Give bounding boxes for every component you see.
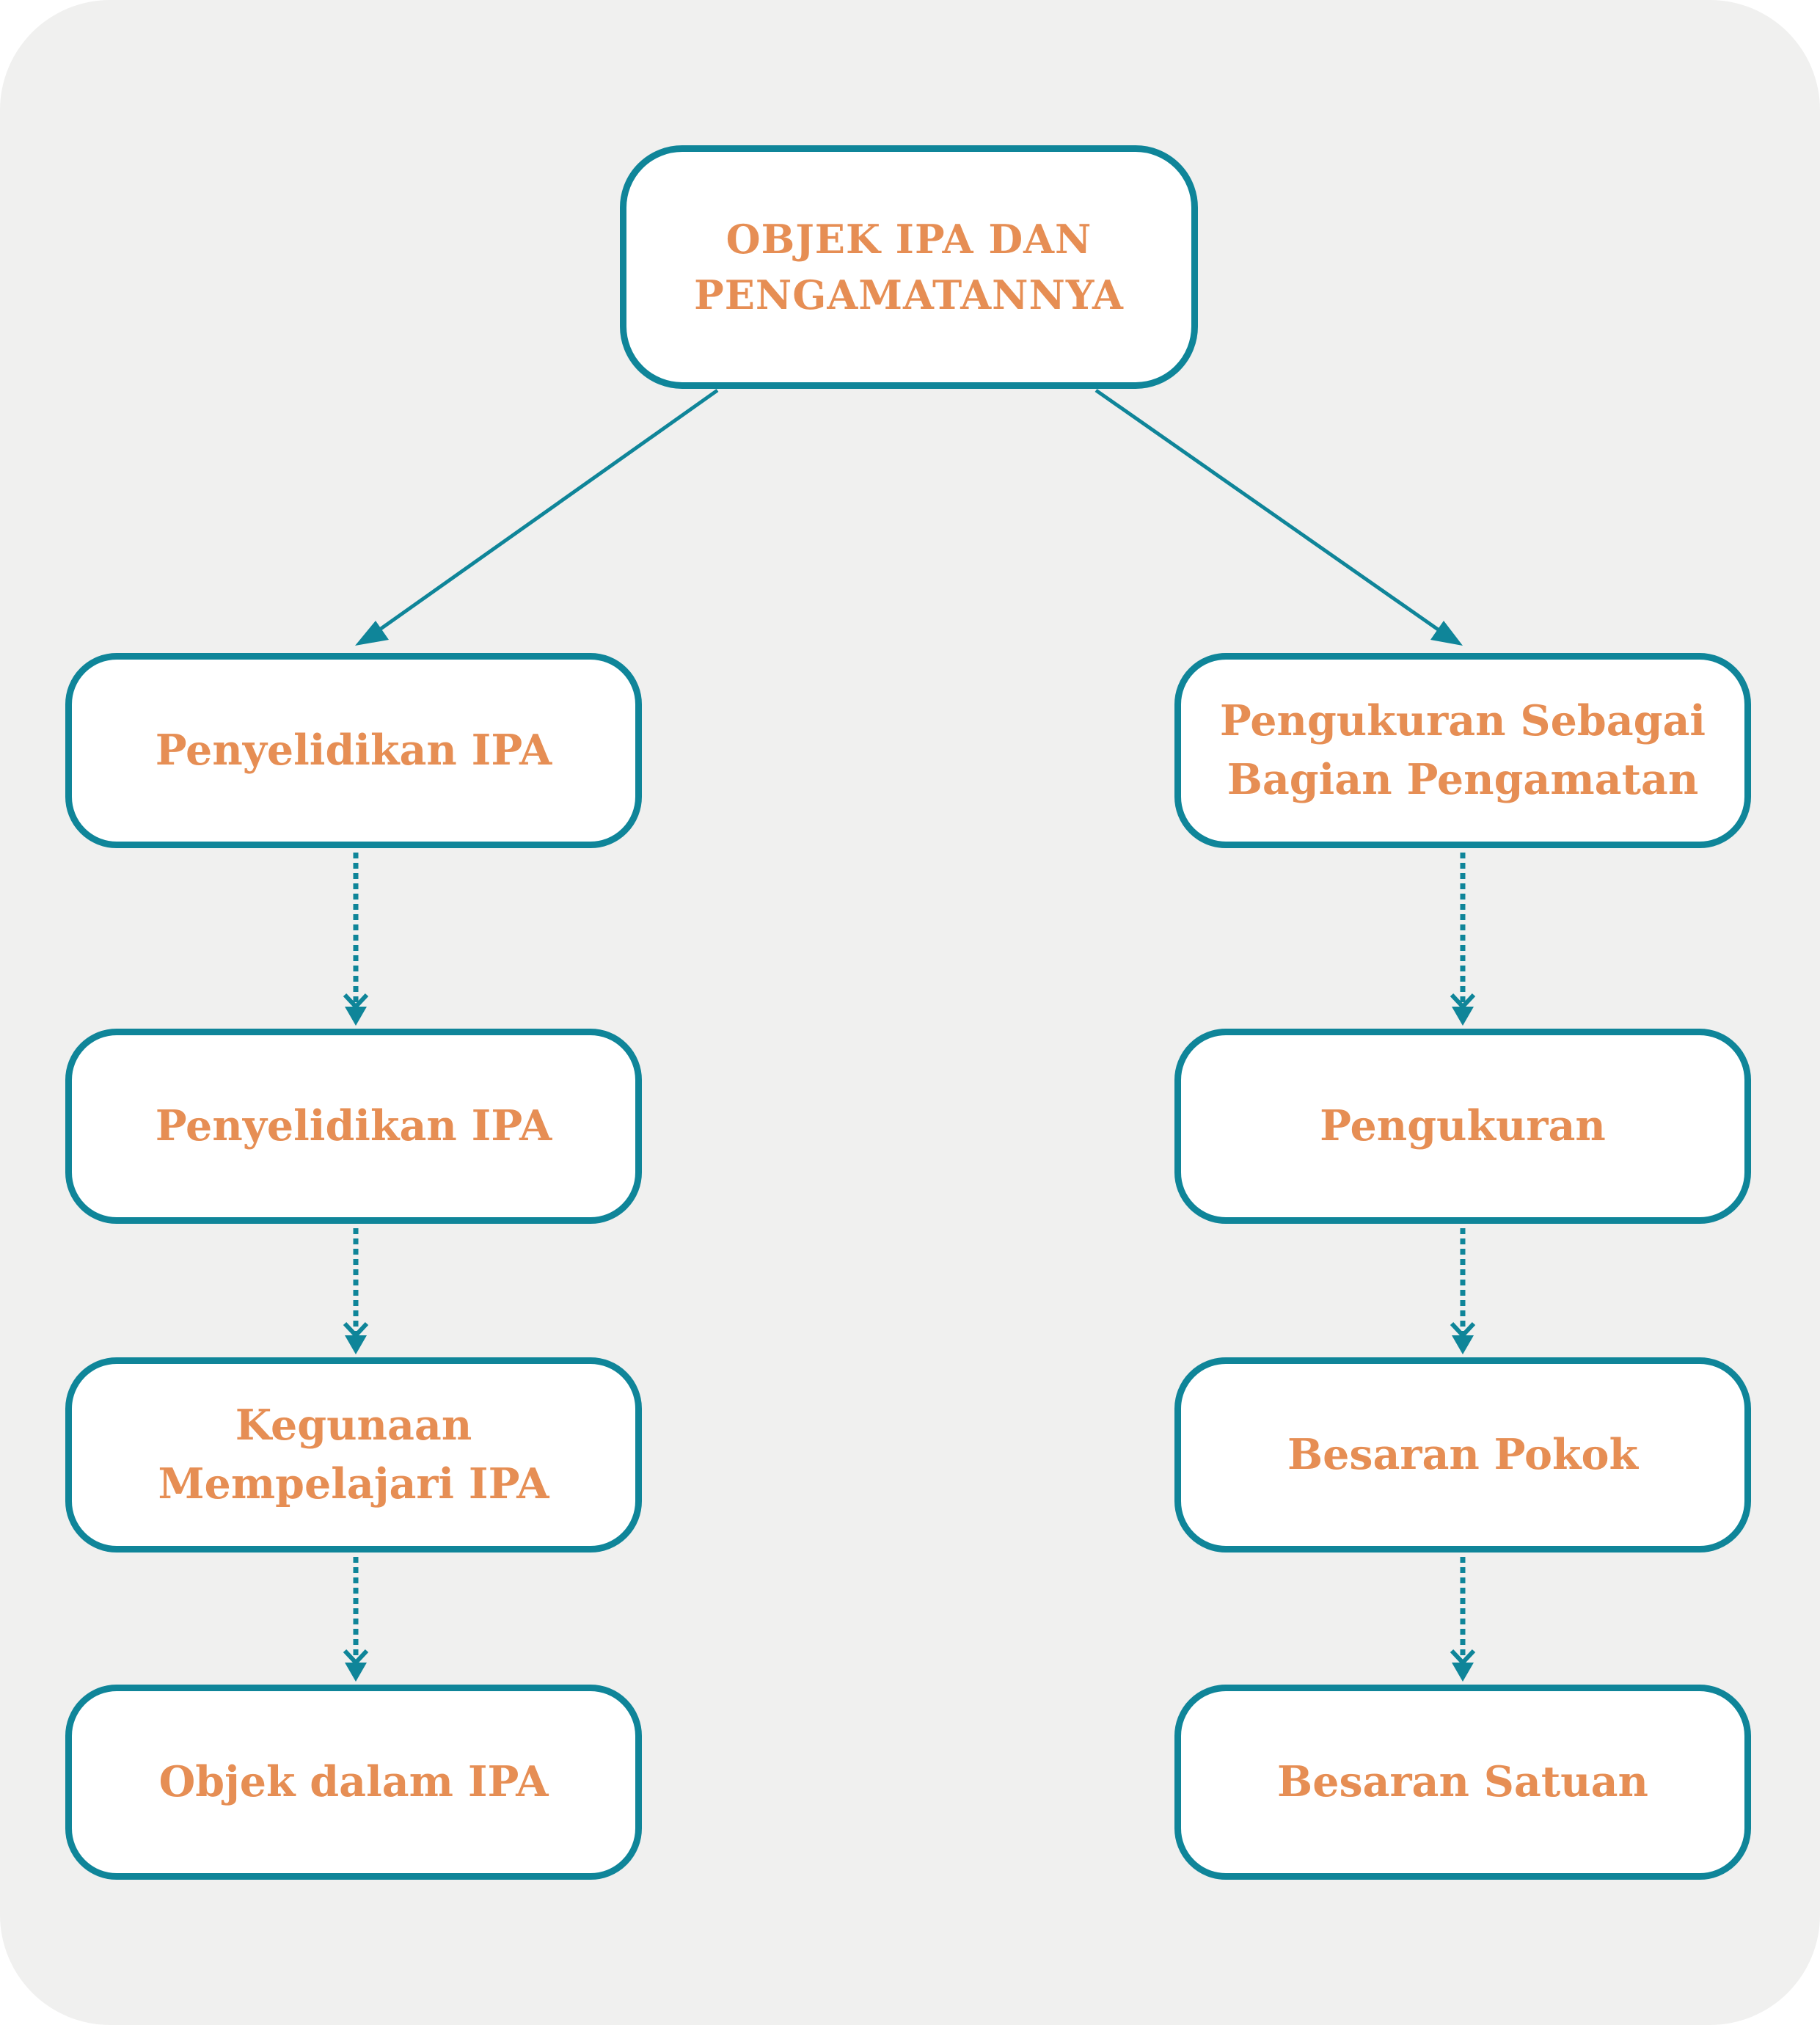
left-node-penyelidikan-ipa-1: Penyelidikan IPA (65, 653, 642, 848)
left-node-objek-dalam-ipa: Objek dalam IPA (65, 1685, 642, 1880)
left-dotted-connector-3 (343, 1557, 369, 1682)
right-node-label: Besaran Pokok (1287, 1430, 1639, 1479)
left-node-label: Kegunaan Mempelajari IPA (158, 1401, 549, 1508)
left-dotted-connector-2 (343, 1228, 369, 1354)
right-dotted-connector-1 (1450, 853, 1476, 1026)
root-node: OBJEK IPA DAN PENGAMATANNYA (620, 145, 1198, 389)
root-to-left-connector (355, 388, 719, 646)
right-node-besaran-satuan: Besaran Satuan (1174, 1685, 1751, 1880)
left-dotted-connector-1 (343, 853, 369, 1026)
root-node-label: OBJEK IPA DAN PENGAMATANNYA (694, 216, 1124, 318)
right-node-pengukuran: Pengukuran (1174, 1029, 1751, 1224)
root-to-right-connector (1094, 388, 1463, 646)
right-node-pengukuran-sebagai-bagian: Pengukuran Sebagai Bagian Pengamatan (1174, 653, 1751, 848)
left-node-kegunaan-mempelajari-ipa: Kegunaan Mempelajari IPA (65, 1357, 642, 1552)
right-node-label: Pengukuran Sebagai Bagian Pengamatan (1219, 696, 1706, 804)
right-dotted-connector-3 (1450, 1557, 1476, 1682)
left-node-penyelidikan-ipa-2: Penyelidikan IPA (65, 1029, 642, 1224)
left-node-label: Objek dalam IPA (158, 1757, 549, 1806)
right-node-besaran-pokok: Besaran Pokok (1174, 1357, 1751, 1552)
right-node-label: Pengukuran (1320, 1101, 1606, 1150)
right-dotted-connector-2 (1450, 1228, 1476, 1354)
left-node-label: Penyelidikan IPA (155, 726, 552, 775)
left-node-label: Penyelidikan IPA (155, 1101, 552, 1150)
right-node-label: Besaran Satuan (1277, 1757, 1648, 1806)
